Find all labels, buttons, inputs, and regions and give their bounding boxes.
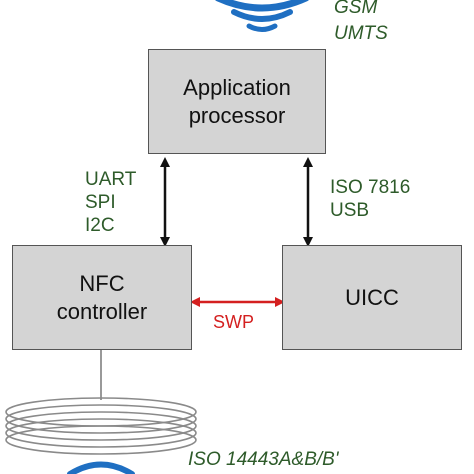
swp-label: SWP: [213, 312, 255, 332]
nfc-controller-block: NFC controller: [12, 245, 192, 350]
nfc-controller-label: NFC controller: [56, 270, 148, 324]
uicc-label: UICC: [345, 284, 399, 310]
iso14443-label: ISO 14443A&B/B': [188, 449, 339, 470]
application-processor-block: Application processor: [148, 49, 326, 154]
coil-antenna-icon: [5, 397, 197, 455]
radio-wave-icon: [215, 0, 309, 32]
bottom-wave-icon: [67, 461, 135, 474]
uart-spi-i2c-label: UART SPI I2C: [85, 169, 137, 236]
umts-label: UMTS: [334, 23, 388, 44]
gsm-label: GSM: [334, 0, 378, 18]
uicc-block: UICC: [282, 245, 462, 350]
application-processor-label: Application processor: [183, 74, 291, 128]
iso7816-usb-label: ISO 7816 USB: [330, 177, 411, 221]
